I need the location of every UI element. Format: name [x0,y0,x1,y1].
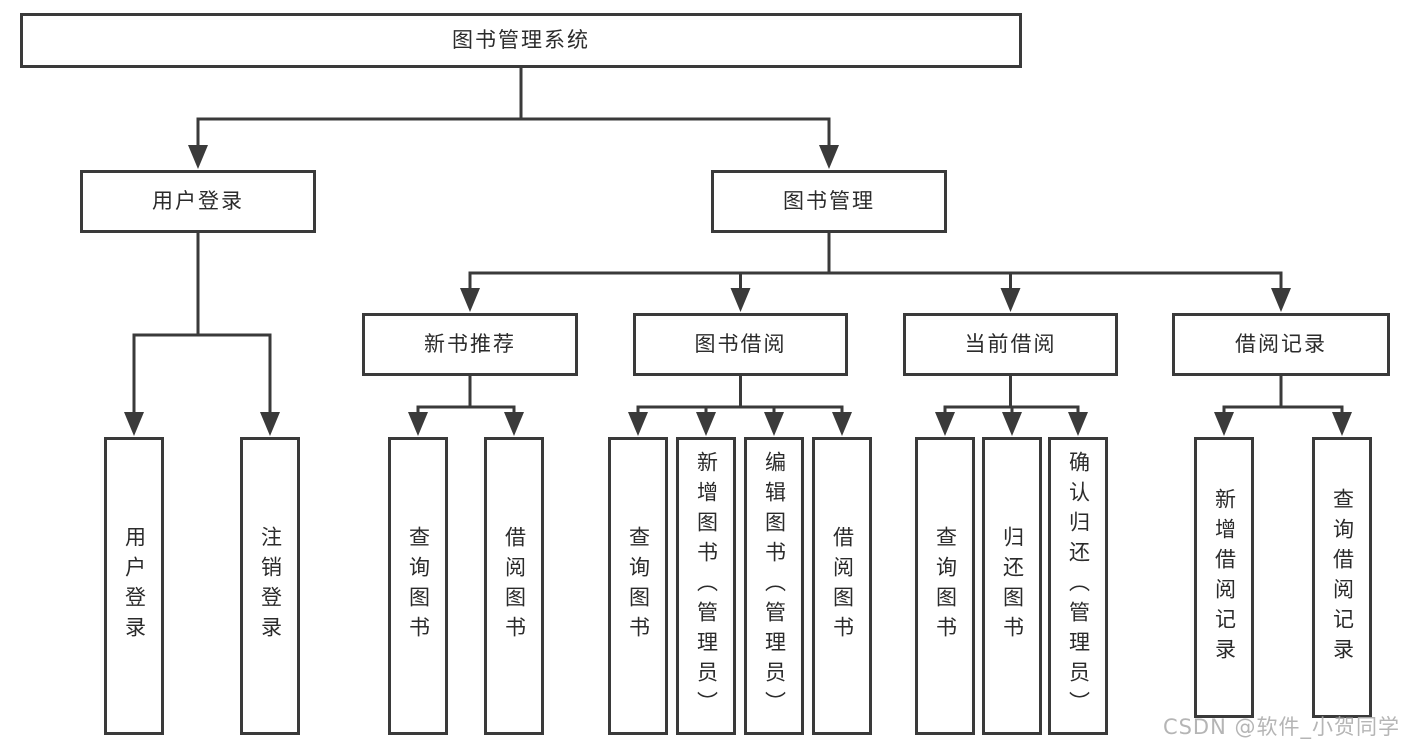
node-label-query-books-recommend: 查询图书 [406,526,431,646]
node-label-query-books-current: 查询图书 [933,526,958,646]
node-add-books-admin: 新增图书（管理员） [676,437,736,735]
node-label-borrow-books-recommend: 借阅图书 [502,526,527,646]
arrowhead-down-icon-current-borrowing [1000,288,1021,312]
node-return-books: 归还图书 [982,437,1042,735]
arrowhead-down-icon-return-books [1002,412,1022,436]
node-book-management: 图书管理 [711,170,947,233]
arrowhead-down-icon-confirm-return-admin [1068,412,1088,436]
arrowhead-down-icon-book-borrowing [730,288,751,312]
node-add-borrowing-record: 新增借阅记录 [1194,437,1254,718]
node-label-query-books-borrowing: 查询图书 [626,526,651,646]
node-borrow-books-borrowing: 借阅图书 [812,437,872,735]
arrowhead-down-icon-query-books-borrowing [628,412,648,436]
arrowhead-down-icon-user-login [188,145,208,169]
node-label-return-books: 归还图书 [1000,526,1025,646]
arrowhead-down-icon-query-books-current [935,412,955,436]
node-query-borrowing-record: 查询借阅记录 [1312,437,1372,718]
node-query-books-borrowing: 查询图书 [608,437,668,735]
arrowhead-down-icon-add-borrowing-record [1214,412,1234,436]
node-label-user-login: 用户登录 [152,189,244,214]
node-borrowing-records: 借阅记录 [1172,313,1390,376]
node-borrow-books-recommend: 借阅图书 [484,437,544,735]
node-root: 图书管理系统 [20,13,1022,68]
arrowhead-down-icon-new-book-recommend [460,288,480,312]
node-label-current-borrowing: 当前借阅 [964,332,1057,357]
node-label-edit-books-admin: 编辑图书（管理员） [762,451,787,721]
node-current-borrowing: 当前借阅 [903,313,1118,376]
node-label-logout-op: 注销登录 [258,526,283,646]
node-edit-books-admin: 编辑图书（管理员） [744,437,804,735]
arrowhead-down-icon-book-management [819,145,839,169]
arrowhead-down-icon-query-books-recommend [408,412,428,436]
node-query-books-recommend: 查询图书 [388,437,448,735]
arrowhead-down-icon-borrow-books-borrowing [832,412,852,436]
node-label-query-borrowing-record: 查询借阅记录 [1330,487,1355,668]
node-label-add-borrowing-record: 新增借阅记录 [1212,487,1237,668]
node-logout-op: 注销登录 [240,437,300,735]
node-label-book-management: 图书管理 [783,189,875,214]
node-label-borrow-books-borrowing: 借阅图书 [830,526,855,646]
node-label-login-op: 用户登录 [122,526,147,646]
arrowhead-down-icon-add-books-admin [696,412,716,436]
node-confirm-return-admin: 确认归还（管理员） [1048,437,1108,735]
node-user-login: 用户登录 [80,170,316,233]
node-query-books-current: 查询图书 [915,437,975,735]
node-label-new-book-recommend: 新书推荐 [424,332,516,357]
arrowhead-down-icon-edit-books-admin [764,412,784,436]
node-book-borrowing: 图书借阅 [633,313,848,376]
arrowhead-down-icon-logout-op [260,412,280,436]
node-login-op: 用户登录 [104,437,164,735]
watermark: CSDN @软件_小贺同学 [1162,715,1400,739]
node-label-confirm-return-admin: 确认归还（管理员） [1066,451,1091,721]
node-label-book-borrowing: 图书借阅 [694,332,787,357]
arrowhead-down-icon-login-op [124,412,144,436]
node-new-book-recommend: 新书推荐 [362,313,578,376]
arrowhead-down-icon-query-borrowing-record [1332,412,1352,436]
node-label-add-books-admin: 新增图书（管理员） [694,451,719,721]
node-label-borrowing-records: 借阅记录 [1235,332,1327,357]
arrowhead-down-icon-borrowing-records [1271,288,1291,312]
node-label-root: 图书管理系统 [452,28,590,53]
arrowhead-down-icon-borrow-books-recommend [504,412,524,436]
